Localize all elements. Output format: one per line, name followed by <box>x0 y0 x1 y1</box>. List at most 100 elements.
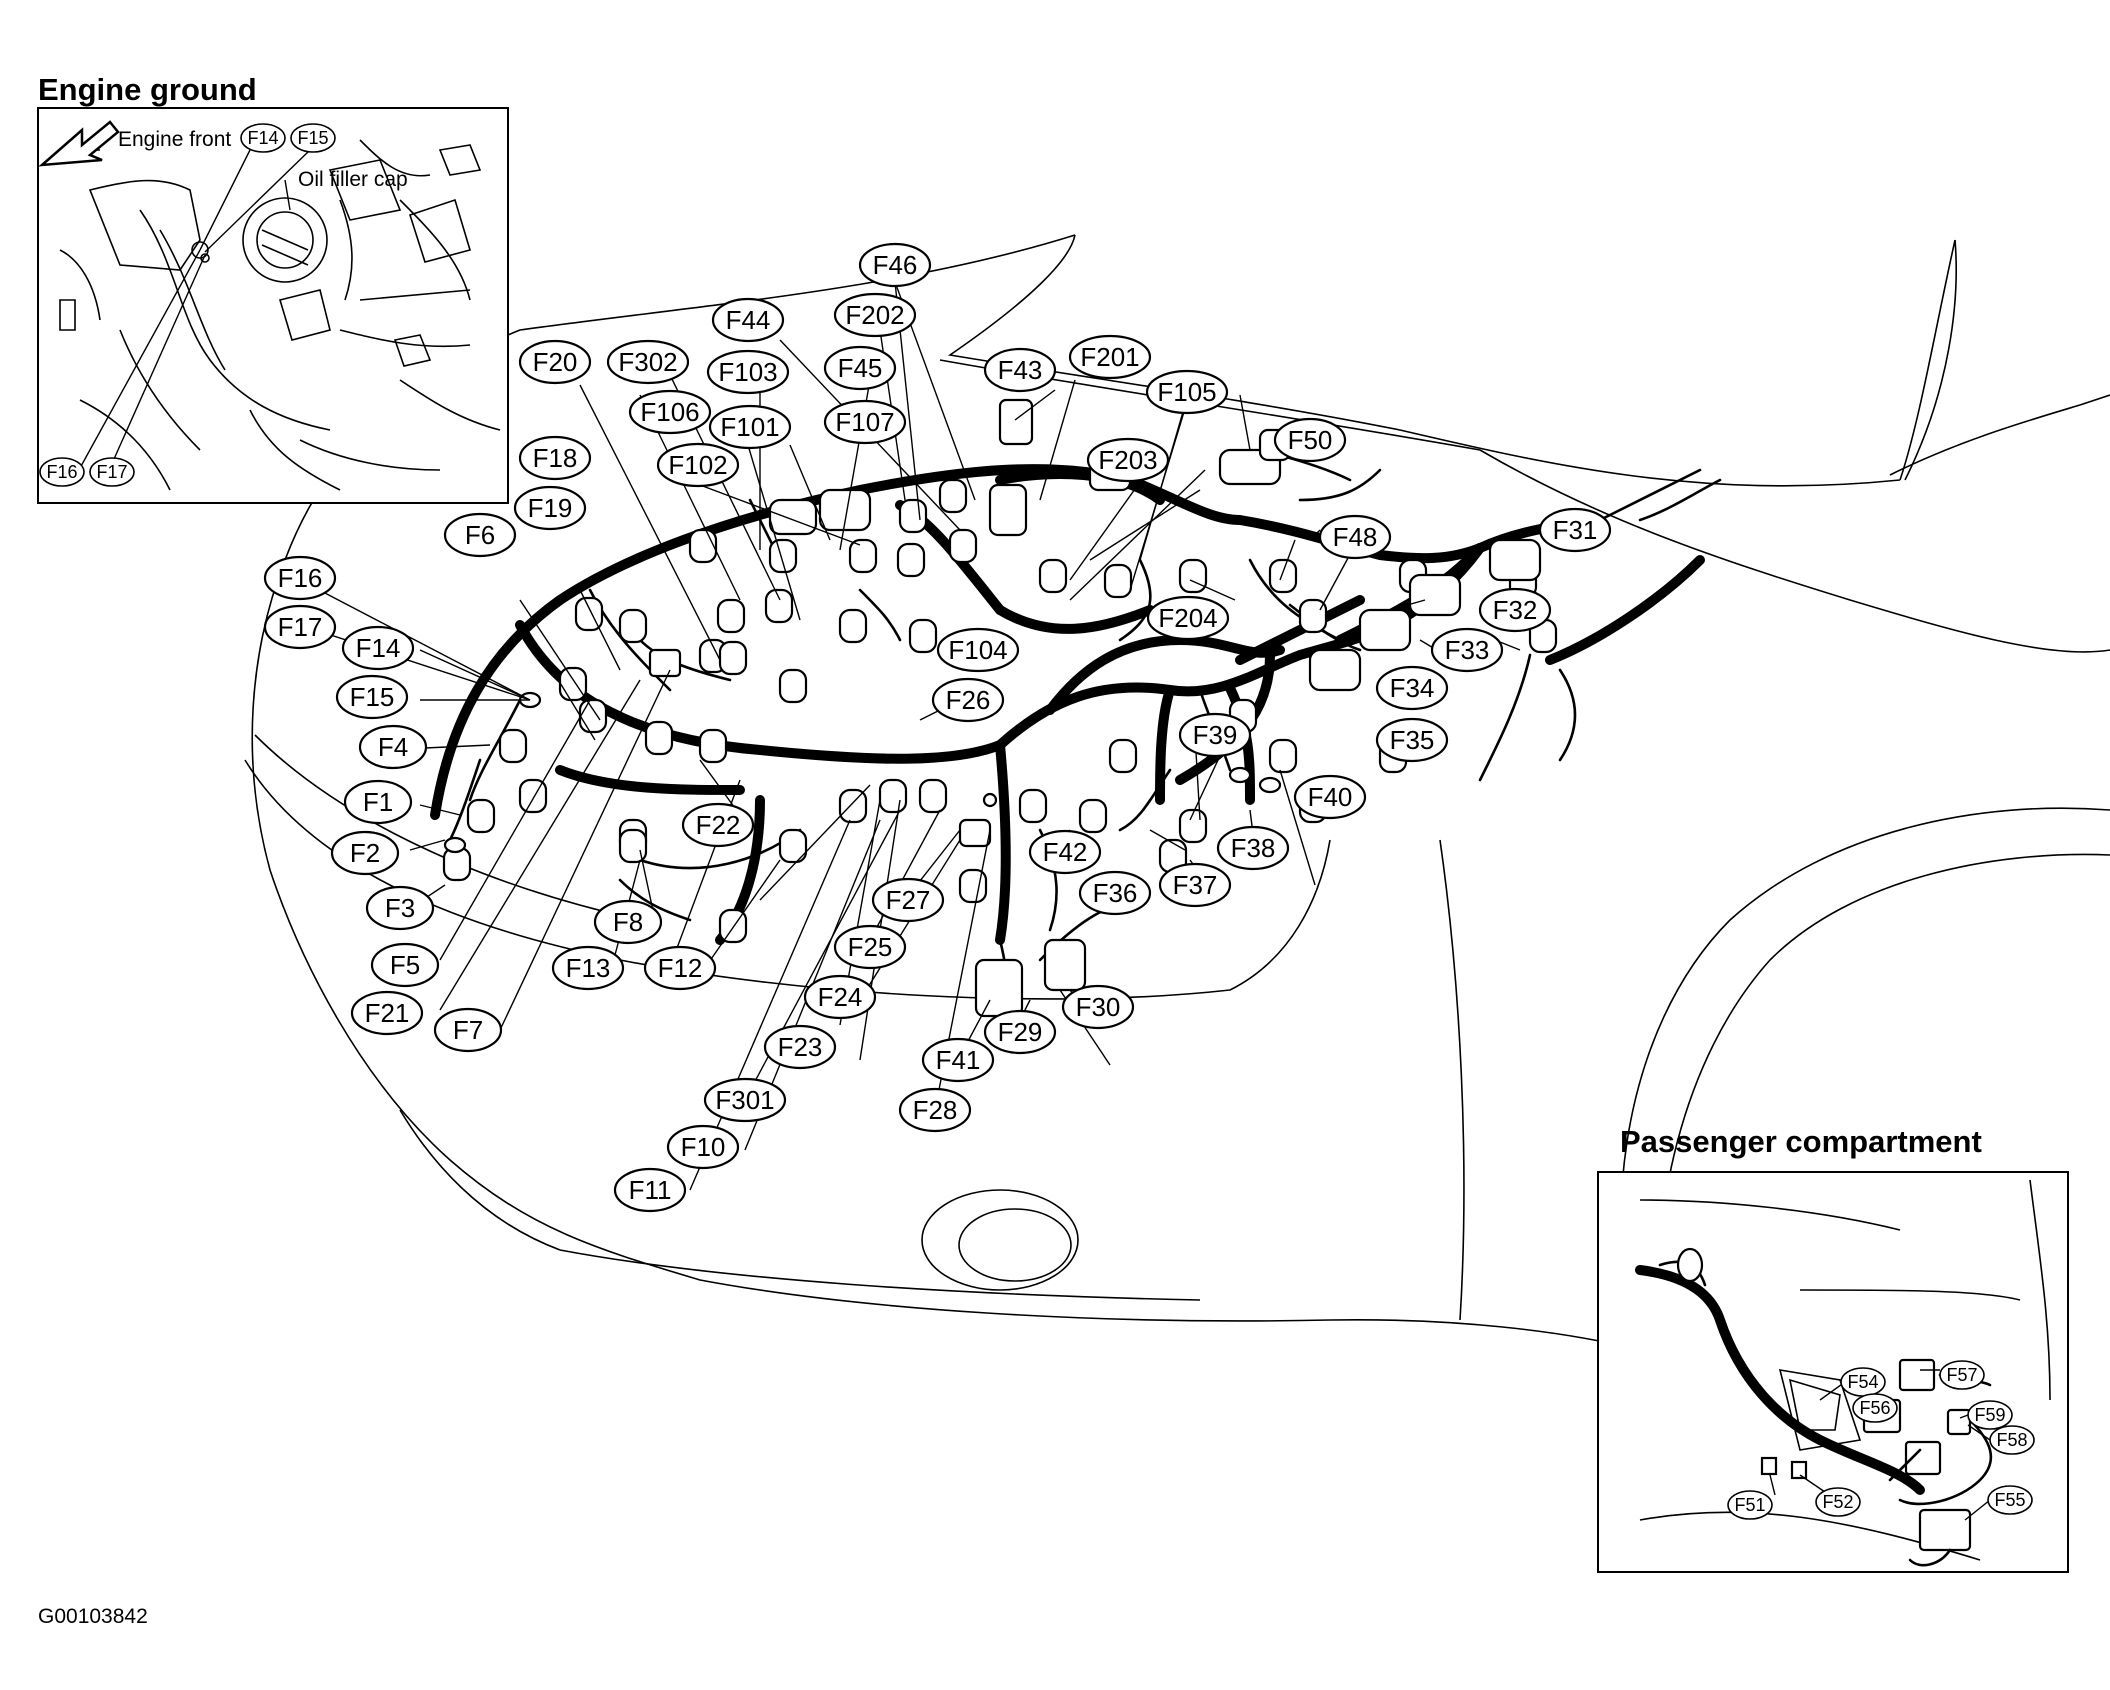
svg-text:F106: F106 <box>640 397 699 427</box>
callout-inset-f17: F17 <box>89 457 135 487</box>
svg-text:F22: F22 <box>696 810 741 840</box>
callout-f28: F28 <box>898 1087 972 1133</box>
svg-text:F40: F40 <box>1308 782 1353 812</box>
callout-f302: F302 <box>606 339 690 385</box>
callout-f25: F25 <box>833 924 907 970</box>
callout-f1: F1 <box>343 779 413 825</box>
svg-text:F50: F50 <box>1288 425 1333 455</box>
svg-text:F27: F27 <box>886 885 931 915</box>
svg-text:F8: F8 <box>613 907 643 937</box>
callout-inset-f14: F14 <box>240 123 286 153</box>
callout-f107: F107 <box>823 399 907 445</box>
callout-inset-f59: F59 <box>1967 1400 2013 1430</box>
callout-f35: F35 <box>1375 717 1449 763</box>
svg-text:F102: F102 <box>668 450 727 480</box>
callout-f33: F33 <box>1430 627 1504 673</box>
svg-text:F202: F202 <box>845 300 904 330</box>
passenger-compartment-heading: Passenger compartment <box>1620 1124 1982 1159</box>
callout-f201: F201 <box>1068 334 1152 380</box>
callout-inset-f57: F57 <box>1939 1360 1985 1390</box>
callout-f2: F2 <box>330 830 400 876</box>
svg-text:F301: F301 <box>715 1085 774 1115</box>
callout-f42: F42 <box>1028 829 1102 875</box>
callout-f27: F27 <box>871 877 945 923</box>
svg-text:F51: F51 <box>1734 1495 1765 1515</box>
svg-text:F21: F21 <box>365 998 410 1028</box>
svg-text:F36: F36 <box>1093 878 1138 908</box>
svg-text:F24: F24 <box>818 982 863 1012</box>
callout-f18: F18 <box>518 435 592 481</box>
svg-text:F29: F29 <box>998 1017 1043 1047</box>
callout-inset-f58: F58 <box>1989 1425 2035 1455</box>
engine-front-arrow <box>38 120 120 167</box>
callout-f13: F13 <box>551 945 625 991</box>
svg-text:F7: F7 <box>453 1015 483 1045</box>
callout-f15: F15 <box>335 674 409 720</box>
svg-text:F31: F31 <box>1553 515 1598 545</box>
engine-ground-heading: Engine ground <box>38 72 257 107</box>
svg-text:F56: F56 <box>1859 1398 1890 1418</box>
svg-text:F17: F17 <box>96 462 127 482</box>
svg-text:F43: F43 <box>998 355 1043 385</box>
figure-code: G00103842 <box>38 1605 148 1628</box>
main-callouts: F46 F202 F44 F45 F43 F201 F20 F302 F103 … <box>263 242 1612 1213</box>
svg-text:F32: F32 <box>1493 595 1538 625</box>
svg-text:F2: F2 <box>350 838 380 868</box>
callout-inset-f55: F55 <box>1987 1485 2033 1515</box>
callout-f20: F20 <box>518 339 592 385</box>
svg-text:F19: F19 <box>528 493 573 523</box>
callout-f203: F203 <box>1086 437 1170 483</box>
svg-text:F107: F107 <box>835 407 894 437</box>
svg-text:F46: F46 <box>873 250 918 280</box>
svg-text:F101: F101 <box>720 412 779 442</box>
svg-text:F14: F14 <box>247 128 278 148</box>
svg-text:F16: F16 <box>278 563 323 593</box>
passenger-inset-callouts: F54 F56 F57 F59 F58 F51 F52 F55 <box>1727 1360 2035 1520</box>
callout-f11: F11 <box>613 1167 687 1213</box>
callout-f106: F106 <box>628 389 712 435</box>
svg-text:F204: F204 <box>1158 603 1217 633</box>
callout-f44: F44 <box>711 297 785 343</box>
callout-f26: F26 <box>931 677 1005 723</box>
callout-f38: F38 <box>1216 825 1290 871</box>
callout-inset-f15: F15 <box>290 123 336 153</box>
engine-inset-callouts: F14 F15 F16 F17 <box>39 123 336 487</box>
svg-text:F58: F58 <box>1996 1430 2027 1450</box>
callout-f41: F41 <box>921 1037 995 1083</box>
callout-f6: F6 <box>443 512 517 558</box>
svg-text:F1: F1 <box>363 787 393 817</box>
svg-text:F38: F38 <box>1231 833 1276 863</box>
svg-text:F28: F28 <box>913 1095 958 1125</box>
callout-f22: F22 <box>681 802 755 848</box>
callout-f14: F14 <box>341 625 415 671</box>
callout-f101: F101 <box>708 404 792 450</box>
callout-f202: F202 <box>833 292 917 338</box>
svg-text:F42: F42 <box>1043 837 1088 867</box>
callout-f21: F21 <box>350 990 424 1036</box>
callout-f36: F36 <box>1078 870 1152 916</box>
svg-text:F35: F35 <box>1390 725 1435 755</box>
callout-f7: F7 <box>433 1007 503 1053</box>
svg-text:F39: F39 <box>1193 720 1238 750</box>
callout-f104: F104 <box>936 627 1020 673</box>
svg-text:F103: F103 <box>718 357 777 387</box>
engine-front-label: Engine front <box>118 128 231 151</box>
callout-f17: F17 <box>263 604 337 650</box>
callout-f301: F301 <box>703 1077 787 1123</box>
connector-bodies <box>442 398 1558 1018</box>
svg-text:F44: F44 <box>726 305 771 335</box>
svg-text:F302: F302 <box>618 347 677 377</box>
callout-f46: F46 <box>858 242 932 288</box>
callout-f39: F39 <box>1178 712 1252 758</box>
callout-f19: F19 <box>513 485 587 531</box>
callout-f5: F5 <box>370 942 440 988</box>
svg-text:F104: F104 <box>948 635 1007 665</box>
callout-f50: F50 <box>1273 417 1347 463</box>
callout-f10: F10 <box>666 1124 740 1170</box>
callout-inset-f52: F52 <box>1815 1487 1861 1517</box>
callout-f30: F30 <box>1061 984 1135 1030</box>
branch-wires <box>448 448 1722 1042</box>
callout-f105: F105 <box>1145 369 1229 415</box>
svg-text:F26: F26 <box>946 685 991 715</box>
